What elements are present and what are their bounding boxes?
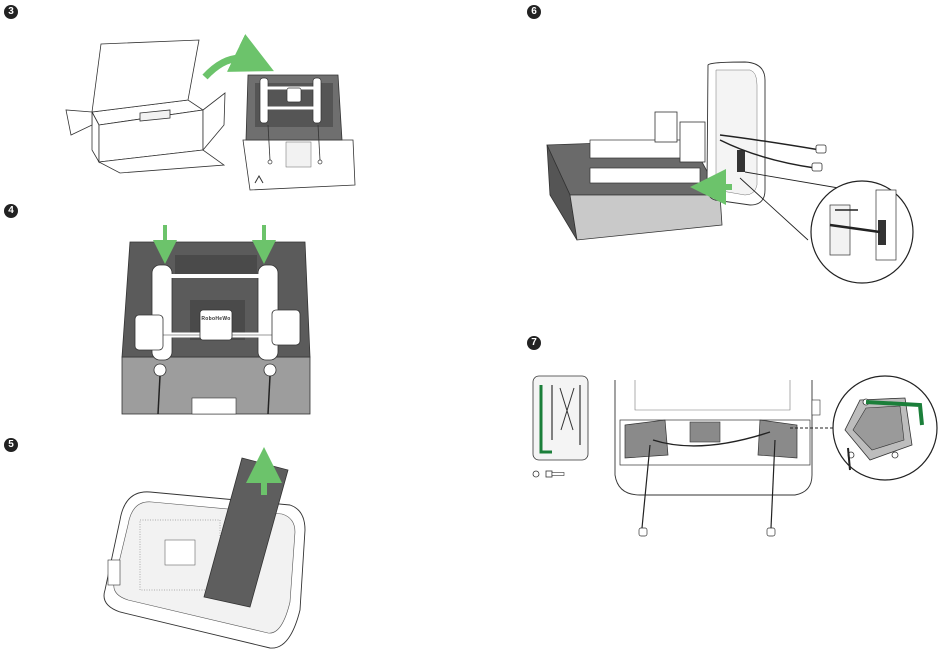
open-box — [66, 40, 225, 173]
foam-tray-top — [243, 75, 355, 190]
magnifier-callout-icon — [811, 181, 913, 283]
printhead — [200, 310, 232, 340]
washer-icon — [533, 471, 539, 477]
step-4-illustration: RoboHeWo — [122, 225, 310, 414]
step-5-illustration — [104, 458, 305, 648]
green-arrow-icon — [205, 58, 255, 77]
brand-mark: RoboHeWo — [201, 316, 230, 322]
screw-icon — [546, 471, 552, 477]
step-3-illustration — [66, 40, 355, 190]
step-6-illustration — [547, 62, 913, 283]
step-7-illustration — [533, 376, 937, 536]
